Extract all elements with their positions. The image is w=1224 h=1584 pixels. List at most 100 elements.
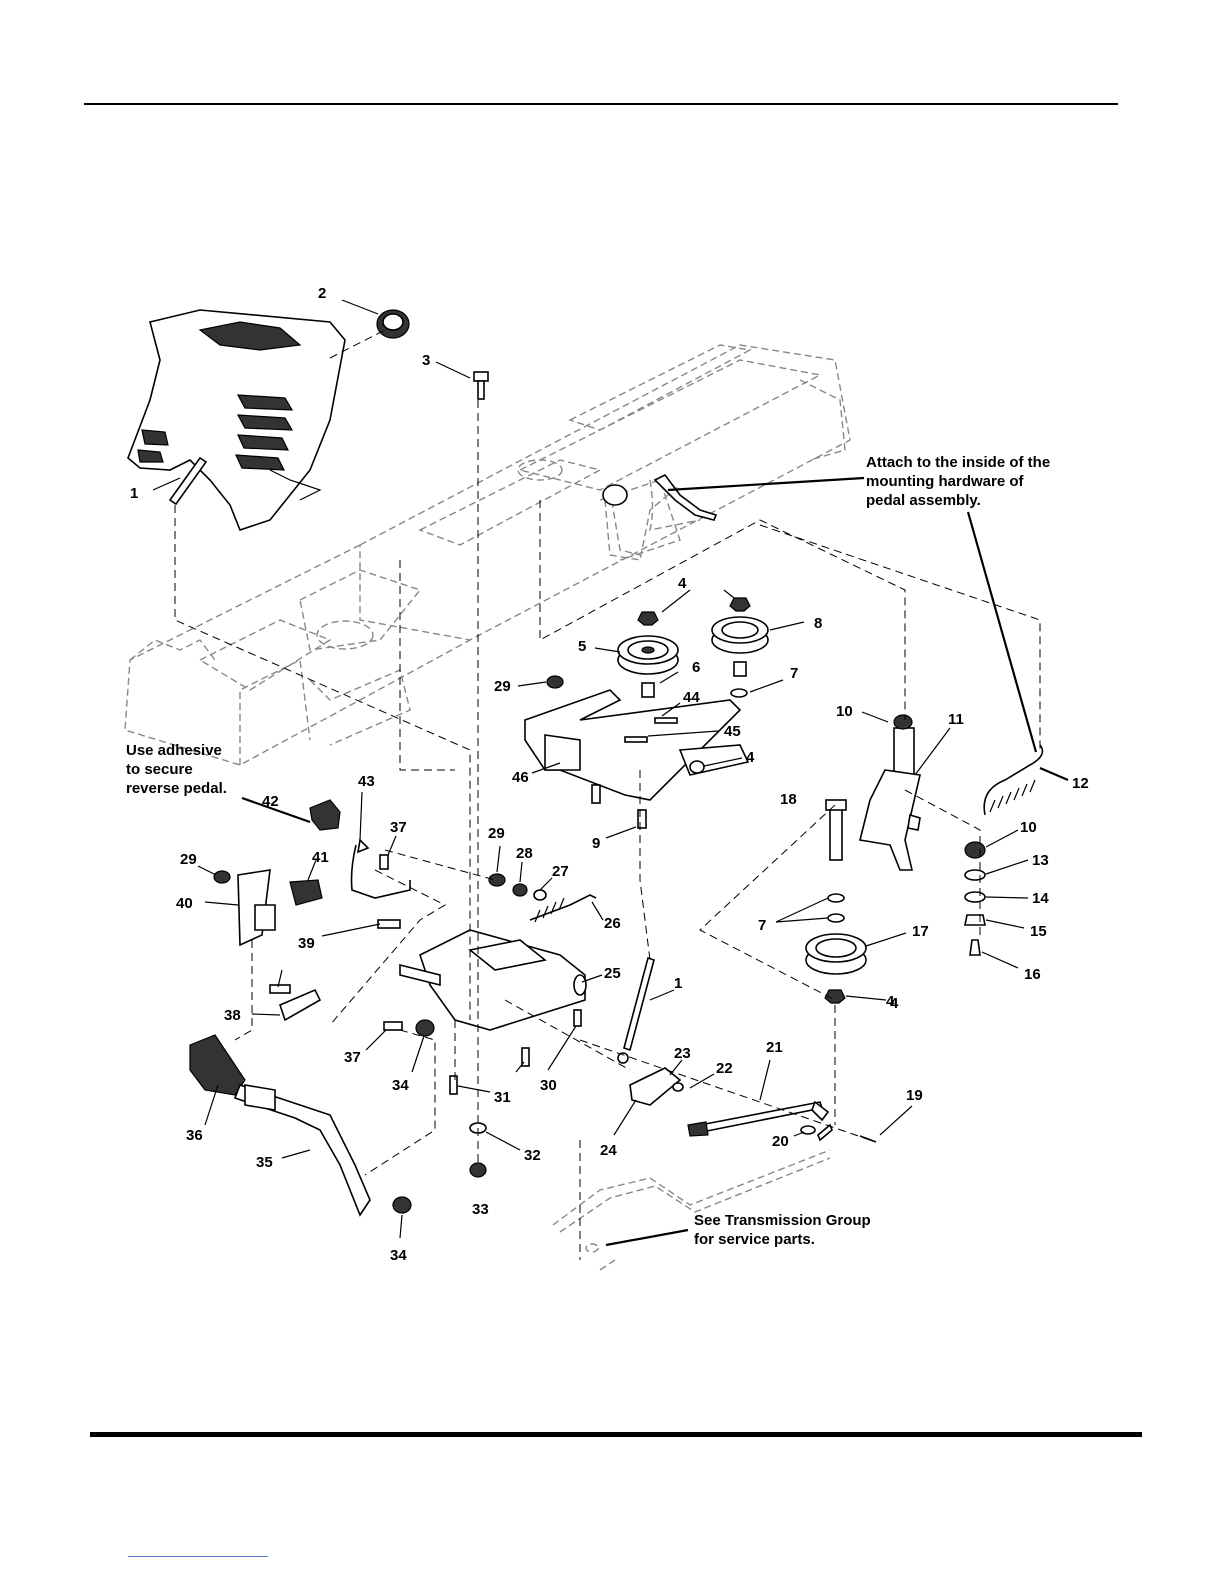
callout-label: 18: [780, 791, 797, 808]
pulley-part-8: [711, 597, 769, 698]
callout-label: 31: [494, 1089, 511, 1106]
callout-label: 1: [130, 485, 138, 502]
pedal-link-ghost: [602, 473, 718, 561]
callout-label: 30: [540, 1077, 557, 1094]
callout-label: 34: [390, 1247, 407, 1264]
callout-label: 36: [186, 1127, 203, 1144]
callout-label: 24: [600, 1142, 617, 1159]
callout-label: 44: [683, 689, 700, 706]
callout-label: 29: [180, 851, 197, 868]
knob-part-2: [376, 309, 410, 339]
callout-label: 12: [1072, 775, 1089, 792]
callout-label: 33: [472, 1201, 489, 1218]
callout-label: 37: [344, 1049, 361, 1066]
note-line: Attach to the inside of the: [866, 454, 1050, 471]
note-line: reverse pedal.: [126, 780, 227, 797]
brake-pedal-part-36: [189, 1034, 246, 1096]
small-hardware-27-29: [488, 873, 547, 901]
callout-label: 34: [392, 1077, 409, 1094]
reverse-pedal-part-42: [309, 799, 341, 831]
note-line: for service parts.: [694, 1231, 815, 1248]
leader-lines: [152, 299, 1069, 1239]
callout-label: 17: [912, 923, 929, 940]
callout-label: 7: [790, 665, 798, 682]
callout-label: 25: [604, 965, 621, 982]
callout-label: 39: [298, 935, 315, 952]
header-rule: [84, 103, 1118, 105]
callout-label: 32: [524, 1147, 541, 1164]
callout-label: 22: [716, 1060, 733, 1077]
plate-part-24: [629, 1067, 684, 1106]
callout-label: 2: [318, 285, 326, 302]
callout-label: 14: [1032, 890, 1049, 907]
callout-label: 27: [552, 863, 569, 880]
callout-label: 45: [724, 723, 741, 740]
callout-label: 8: [814, 615, 822, 632]
callout-label: 16: [1024, 966, 1041, 983]
bracket-part-40-41: [213, 869, 323, 947]
callout-labels: 1 2 3 1 4 4 5 6 7 8 29 44 45 4 46 9 10 1…: [130, 285, 1089, 1264]
hardware-stack-10-16: [964, 841, 986, 956]
callout-label: 37: [390, 819, 407, 836]
callout-label: 10: [836, 703, 853, 720]
pedal-shaft-part-25: [399, 929, 587, 1031]
callout-label: 23: [674, 1045, 691, 1062]
footer-link-underline[interactable]: [128, 1556, 268, 1557]
note-leaders: [605, 476, 1038, 1247]
note-attach-pedal: Attach to the inside of the mounting har…: [866, 454, 1050, 509]
hardware-19-20: [800, 1123, 877, 1143]
callout-label: 4: [746, 749, 755, 766]
idler-arm-part-11: [825, 714, 921, 871]
note-transmission: See Transmission Group for service parts…: [694, 1212, 871, 1248]
callout-label: 38: [224, 1007, 241, 1024]
callout-label: 40: [176, 895, 193, 912]
callout-label: 28: [516, 845, 533, 862]
rod-part-21: [687, 1100, 830, 1137]
callout-label: 46: [512, 769, 529, 786]
callout-label: 6: [692, 659, 700, 676]
hood-rod: [168, 456, 208, 506]
callout-label: 20: [772, 1133, 789, 1150]
spring-part-26: [529, 894, 597, 923]
callout-label: 41: [312, 849, 329, 866]
note-line: mounting hardware of: [866, 473, 1025, 490]
spring-part-12: [983, 744, 1044, 816]
note-line: Use adhesive: [126, 742, 222, 759]
note-line: pedal assembly.: [866, 492, 981, 509]
callout-label: 19: [906, 1087, 923, 1104]
callout-label: 9: [592, 835, 600, 852]
callout-label: 10: [1020, 819, 1037, 836]
callout-label: 26: [604, 915, 621, 932]
callout-label: 5: [578, 638, 586, 655]
bracket-part-38: [279, 988, 322, 1022]
transmission-link-ghost: [552, 1149, 831, 1271]
footer-rule: [90, 1432, 1142, 1437]
callout-label: 11: [948, 711, 964, 728]
callout-label: 15: [1030, 923, 1047, 940]
callout-label: 43: [358, 773, 375, 790]
callout-label: 21: [766, 1039, 783, 1056]
callout-label: 1: [674, 975, 682, 992]
callout-label: 35: [256, 1154, 273, 1171]
rod-part-1-right: [617, 956, 655, 1064]
callout-label: 4: [890, 995, 899, 1012]
callout-label: 1: [674, 975, 682, 992]
bracket-part-46: [524, 675, 750, 829]
callout-label: 13: [1032, 852, 1049, 869]
bolt-part-3: [473, 371, 489, 400]
rod-part-43: [350, 838, 411, 899]
bolts-30-31: [449, 1009, 582, 1095]
pulley-part-5: [617, 611, 679, 698]
assembly-lines: [174, 329, 1041, 1260]
note-line: See Transmission Group: [694, 1212, 871, 1229]
note-adhesive: Use adhesive to secure reverse pedal.: [126, 742, 227, 797]
callout-label: 3: [422, 352, 430, 369]
callout-label: 42: [262, 793, 279, 810]
nuts-34: [392, 1019, 435, 1214]
pulley-part-17: [805, 893, 867, 1004]
callout-label: 29: [494, 678, 511, 695]
callout-label: 4: [678, 575, 687, 592]
callout-label: 4: [886, 993, 895, 1010]
note-line: to secure: [126, 761, 193, 778]
